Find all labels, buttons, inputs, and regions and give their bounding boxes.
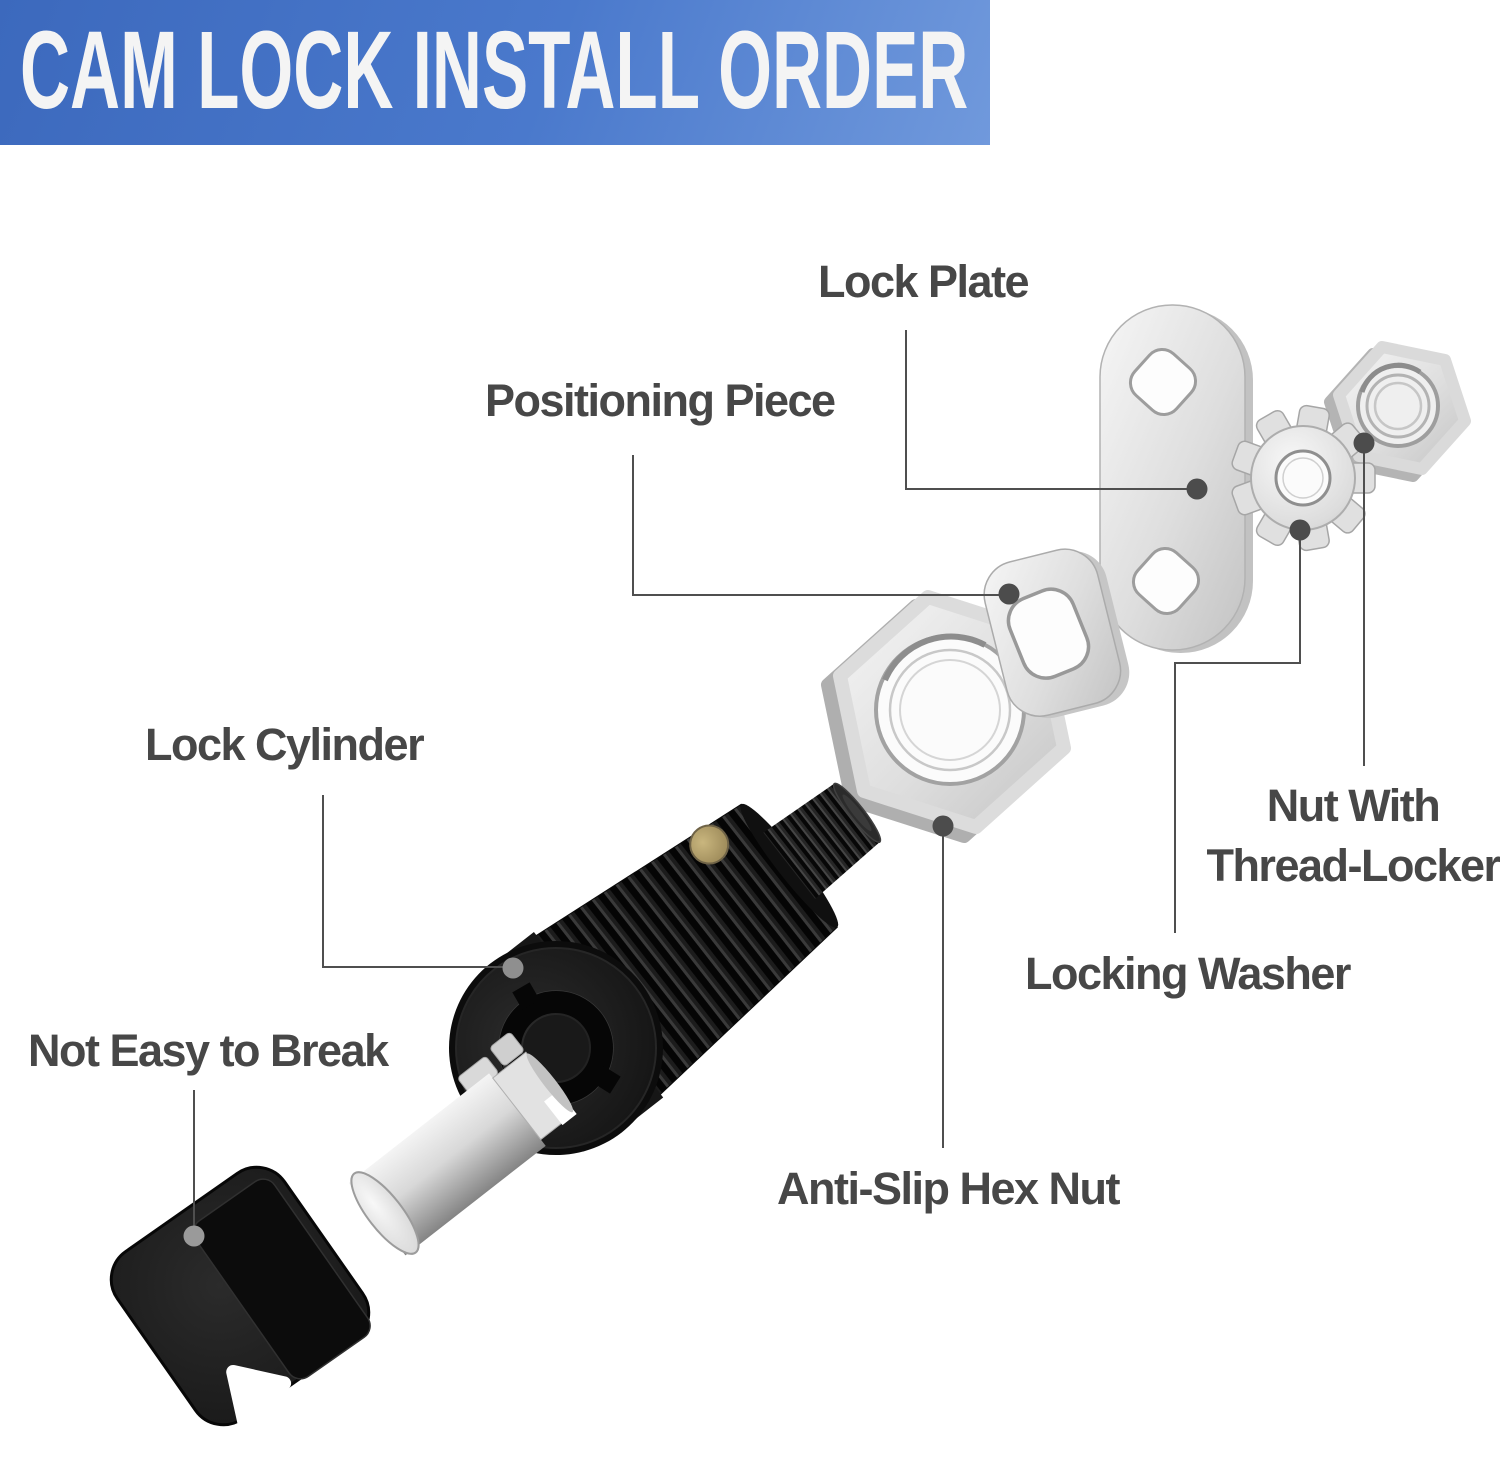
header-banner: CAM LOCK INSTALL ORDER — [0, 0, 990, 145]
label-lock-cylinder: Lock Cylinder — [145, 719, 425, 770]
key-head-recess — [192, 1178, 371, 1380]
label-lock-plate: Lock Plate — [818, 256, 1030, 307]
leader-line-positioning-piece — [632, 455, 1000, 596]
label-nut-with-thread-locker-line2: Thread-Locker — [1206, 840, 1500, 891]
key-head — [109, 1165, 371, 1430]
label-locking-washer: Locking Washer — [1025, 948, 1351, 999]
leader-dot-lock-plate — [1186, 478, 1208, 500]
lock-plate-hole-top — [1128, 347, 1198, 417]
locking-washer-part — [1231, 404, 1376, 552]
leader-dot-positioning-piece — [998, 583, 1020, 605]
leader-line-lock-plate — [905, 330, 1188, 490]
key-part — [109, 1032, 577, 1430]
leader-line-lock-cylinder — [322, 795, 503, 968]
page-title: CAM LOCK INSTALL ORDER — [20, 9, 969, 132]
label-nut-with-thread-locker: Nut With Thread-Locker — [1206, 776, 1500, 896]
lock-plate-part — [1099, 304, 1253, 653]
lock-plate-hole-bottom — [1131, 546, 1201, 616]
cylinder-brass-pin — [689, 824, 730, 865]
label-anti-slip-hex-nut: Anti-Slip Hex Nut — [777, 1163, 1121, 1214]
label-not-easy-to-break: Not Easy to Break — [28, 1025, 389, 1076]
leader-dot-locking-washer — [1289, 519, 1311, 541]
key-head-hole — [226, 1365, 292, 1430]
key-shaft — [348, 1032, 577, 1256]
leader-dot-lock-cylinder — [502, 957, 524, 979]
leader-line-locking-washer — [1174, 539, 1301, 933]
leader-dot-not-easy-to-break — [183, 1225, 205, 1247]
positioning-piece-hole — [1006, 587, 1091, 680]
label-nut-with-thread-locker-line1: Nut With — [1266, 780, 1441, 831]
leader-dot-nut-with-thread-locker — [1353, 432, 1375, 454]
leader-dot-anti-slip-hex-nut — [932, 815, 954, 837]
label-positioning-piece: Positioning Piece — [485, 375, 836, 426]
